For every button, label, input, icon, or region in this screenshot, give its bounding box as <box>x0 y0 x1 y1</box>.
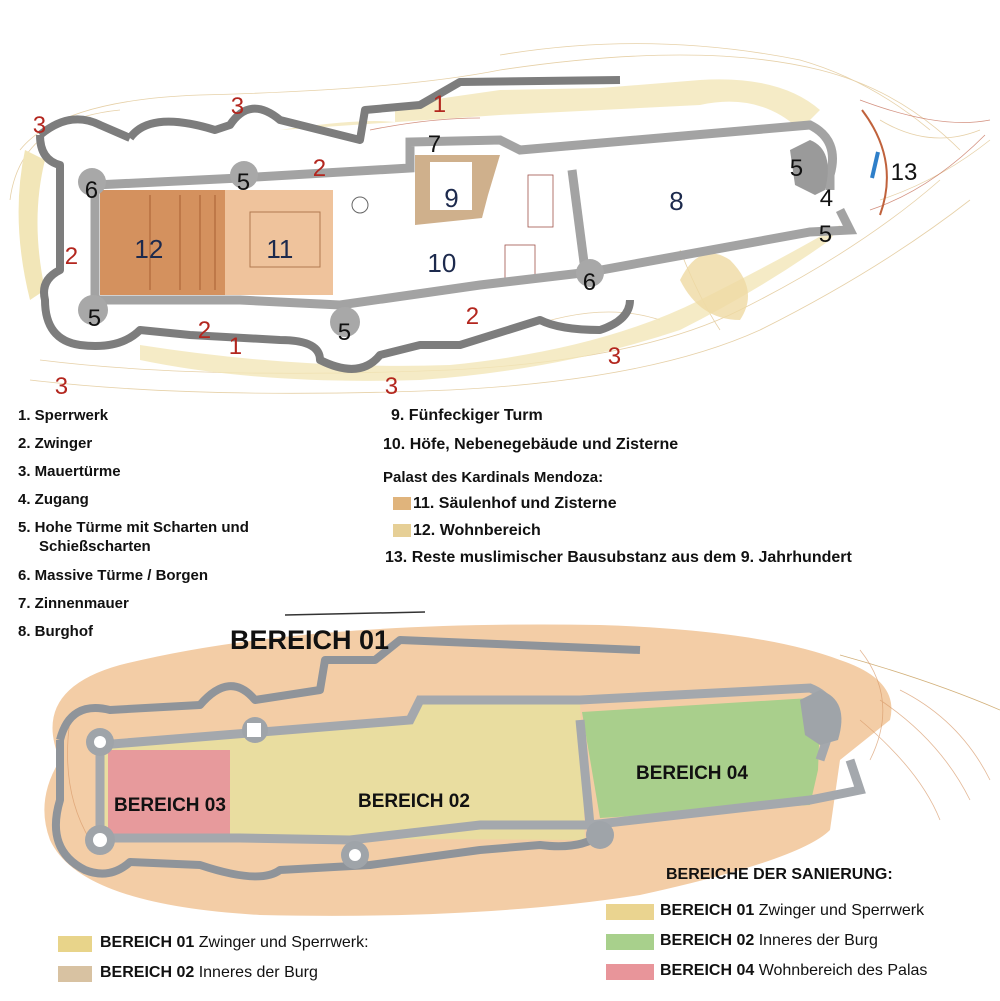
legend-item-2: 2. Zwinger <box>18 435 93 452</box>
legend-item-9: 9. Fünfeckiger Turm <box>391 407 543 424</box>
path-13 <box>861 109 888 216</box>
plan-label-number: 13 <box>890 158 918 186</box>
legend-item-8: 8. Burghof <box>18 623 93 640</box>
swatch-area-12 <box>393 524 411 538</box>
plan-label-number: 5 <box>236 168 251 196</box>
cross-wall-bottom <box>575 719 595 826</box>
legend-item-11: 11. Säulenhof und Zisterne <box>393 496 617 512</box>
plan-label-area: 12 <box>134 233 164 264</box>
plan-label-number: 6 <box>84 176 99 204</box>
legend-top-right: 9. Fünfeckiger Turm 10. Höfe, Nebenegebä… <box>383 405 983 575</box>
plan-label-number: 5 <box>818 220 833 248</box>
plan-label-number: 5 <box>789 154 804 182</box>
plan-label-red: 1 <box>228 332 243 360</box>
plan-label-number: 5 <box>87 304 102 332</box>
terrain-north <box>280 79 820 130</box>
outer-wall <box>36 76 634 373</box>
outer-wall-bottom <box>51 636 641 881</box>
legend-item-5: 5. Hohe Türme mit Scharten und <box>18 519 249 536</box>
area-bereich-03 <box>108 750 230 837</box>
gate-tower <box>790 140 828 195</box>
plan-label-number: 6 <box>582 268 597 296</box>
plan-label-red: 1 <box>432 90 447 118</box>
tower-6-east <box>576 259 604 287</box>
legend-item-6: 6. Massive Türme / Borgen <box>18 567 209 584</box>
tower-6-west <box>78 168 106 196</box>
gate-tower-bottom <box>800 690 842 745</box>
legend-item-13: 13. Reste muslimischer Bausubstanz aus d… <box>385 549 852 566</box>
tower-5-southwest <box>78 295 108 325</box>
legend-bottom-right: BEREICHE DER SANIERUNG: BEREICH 01 Zwing… <box>604 866 1000 996</box>
terrain-hill <box>680 253 748 320</box>
tower-5-north <box>230 161 258 189</box>
swatch-right-bereich-02 <box>606 934 654 950</box>
label-bereich-04: BEREICH 04 <box>636 763 748 784</box>
plan-label-red: 2 <box>312 154 327 182</box>
legend-bottom-right-item-2: BEREICH 02 Inneres der Burg <box>604 932 1000 954</box>
legend-item-10: 10. Höfe, Nebenegebäude und Zisterne <box>383 436 679 453</box>
legend-bottom-right-item-1: BEREICH 01 Zwinger und Sperrwerk <box>604 902 1000 924</box>
plan-label-red: 2 <box>64 242 79 270</box>
swatch-bereich-02 <box>58 966 92 982</box>
tower-bottom-5 <box>586 821 614 849</box>
plan-label-red: 2 <box>465 302 480 330</box>
legend-bottom-left-item-2: BEREICH 02 Inneres der Burg <box>58 964 458 986</box>
contour-lines <box>9 43 991 394</box>
renovation-heading: BEREICHE DER SANIERUNG: <box>666 866 893 883</box>
area-11-saeulenhof <box>225 190 333 295</box>
terrain-west <box>18 150 45 300</box>
legend-bottom-left: BEREICH 01 Zwinger und Sperrwerk: BEREIC… <box>58 934 478 994</box>
plan-label-red: 3 <box>230 92 245 120</box>
muslim-remains-marker <box>870 151 880 179</box>
swatch-right-bereich-04 <box>606 964 654 980</box>
contour-lines-bottom <box>67 649 991 841</box>
plan-label-area: 9 <box>444 182 459 213</box>
plan-label-area: 11 <box>266 233 294 264</box>
plan-label-red: 3 <box>32 111 47 139</box>
legend-bottom-left-item-1: BEREICH 01 Zwinger und Sperrwerk: <box>58 934 458 956</box>
area-12-wohnbereich <box>100 190 225 295</box>
legend-top-left: 1. Sperrwerk 2. Zwinger 3. Mauertürme 4.… <box>18 405 358 645</box>
legend-item-7: 7. Zinnenmauer <box>18 595 129 612</box>
plan-label-number: 7 <box>427 130 442 158</box>
plan-label-red: 3 <box>384 372 399 400</box>
inner-wall <box>90 120 858 310</box>
plan-label-area: 8 <box>669 185 684 216</box>
label-bereich-02: BEREICH 02 <box>358 791 470 812</box>
label-bereich-01: BEREICH 01 <box>230 625 390 655</box>
plan-label-number: 5 <box>337 318 352 346</box>
swatch-right-bereich-01 <box>606 904 654 920</box>
legend-item-3: 3. Mauertürme <box>18 463 121 480</box>
area-bereich-04 <box>582 698 820 818</box>
tower-5-south <box>330 307 360 337</box>
legend-item-5-cont: Schießscharten <box>39 538 151 555</box>
plan-label-number: 4 <box>819 184 834 212</box>
plan-label-area: 10 <box>427 247 457 278</box>
legend-bottom-right-item-3: BEREICH 04 Wohnbereich des Palas <box>604 962 1000 984</box>
label-bereich-03: BEREICH 03 <box>114 795 226 816</box>
palace-heading: Palast des Kardinals Mendoza: <box>383 469 604 486</box>
swatch-bereich-01 <box>58 936 92 952</box>
legend-item-4: 4. Zugang <box>18 491 89 508</box>
legend-item-12: 12. Wohnbereich <box>393 523 541 539</box>
legend-item-1: 1. Sperrwerk <box>18 407 109 424</box>
plan-label-red: 3 <box>54 372 69 400</box>
castle-plan-bottom <box>44 611 1000 916</box>
plan-label-red: 3 <box>607 342 622 370</box>
castle-plan-top <box>9 43 991 394</box>
swatch-area-11 <box>393 497 411 511</box>
cross-wall <box>567 169 590 271</box>
plan-label-red: 2 <box>197 316 212 344</box>
